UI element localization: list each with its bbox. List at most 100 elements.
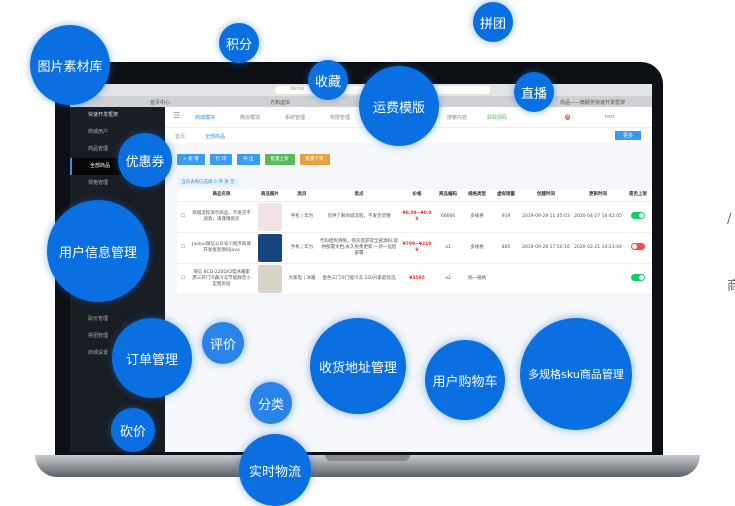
product-code: 66666 <box>434 201 462 233</box>
spec-type: 多规格 <box>462 201 492 233</box>
menu-icon[interactable]: ☰ <box>173 111 181 120</box>
nav-item[interactable]: 商城模块 <box>195 115 216 121</box>
table-row[interactable]: ☐Jooluo微信公众号小程序商城开发框架源码Java 手机 | 华为代码结构清晰… <box>177 232 652 264</box>
bubble-categories: 分类 <box>250 382 292 424</box>
column-header[interactable] <box>177 189 189 202</box>
sidebar-item[interactable]: 规格管理 <box>88 180 109 186</box>
breadcrumb-item[interactable]: 首页 <box>175 134 186 140</box>
on-sale-toggle[interactable] <box>624 201 652 233</box>
checkbox[interactable]: ☐ <box>177 263 189 295</box>
nav-item[interactable]: 权限管理 <box>330 115 351 121</box>
notification-badge: 8 <box>565 114 571 120</box>
on-sale-toggle[interactable] <box>624 263 652 295</box>
product-image <box>254 263 286 295</box>
bubble-address: 收货地址管理 <box>310 318 406 414</box>
toggle-switch[interactable] <box>631 211 645 219</box>
clipped-text: / <box>727 212 732 227</box>
column-header[interactable]: 卖点 <box>318 189 400 202</box>
user-name[interactable]: test <box>605 114 615 120</box>
bubble-orders: 订单管理 <box>112 318 192 398</box>
clipped-text: 商 <box>727 279 735 294</box>
bubble-coupons: 优惠券 <box>118 133 172 187</box>
product-image <box>254 201 286 233</box>
column-header[interactable]: 创建时间 <box>520 189 572 202</box>
more-button[interactable]: 更多 <box>615 131 642 140</box>
column-header[interactable]: 商品图片 <box>254 189 286 202</box>
batch-on-button[interactable]: 批量上架 <box>264 154 295 165</box>
category: 手机 | 华为 <box>286 232 318 264</box>
selling-point: 仅供了解商城流程，不发货货哦 <box>318 201 400 233</box>
product-name: 海信 BCD-220D/Q电冰箱家用三开门冷藏冷冻节能静音小型租房宿 <box>189 263 254 295</box>
tab[interactable]: 方和虚拟 <box>270 100 291 106</box>
checkbox[interactable]: ☐ <box>177 232 189 264</box>
category: 大家电 | 冰箱 <box>286 263 318 295</box>
updated-time: 2020-04-27 18:42:05 <box>572 201 624 233</box>
updated-time <box>572 263 624 295</box>
add-button[interactable]: + 新 增 <box>177 154 205 165</box>
sidebar-item[interactable]: 商城设置 <box>88 350 109 356</box>
column-header[interactable]: 更新时间 <box>572 189 624 202</box>
breadcrumb-item[interactable]: 全部商品 <box>205 134 226 140</box>
spec-type: 多规格 <box>462 232 492 264</box>
tab[interactable]: 商品——微服务快速开发框架 <box>560 100 626 106</box>
nav-item[interactable]: 系统管理 <box>285 115 306 121</box>
column-header[interactable]: 规格类型 <box>462 189 492 202</box>
laptop-base <box>35 455 700 477</box>
toggle-switch[interactable] <box>631 242 645 250</box>
table-row[interactable]: ☐商城流程演示商品，不发货不退款，请谨慎购买手机 | 华为仅供了解商城流程，不发… <box>177 201 652 233</box>
print-button[interactable]: 打 印 <box>209 154 233 165</box>
product-code: a1 <box>434 232 462 264</box>
batch-off-button[interactable]: 批量下架 <box>299 154 330 165</box>
source-code-link[interactable]: 获取源码 <box>487 115 508 121</box>
sidebar-title: 快速开发框架 <box>88 112 119 118</box>
selling-point: 金色三门冷门能冷冻 220升家庭优选 <box>318 263 400 295</box>
toggle-switch[interactable] <box>631 273 645 281</box>
selling-point: 代码结构清晰，购买后获得全部源码,提供部署文档,永久免费更新,一对一远程部署 <box>318 232 400 264</box>
product-name: 商城流程演示商品，不发货不退款，请谨慎购买 <box>189 201 254 233</box>
search-input[interactable]: 搜索内容 <box>447 115 468 121</box>
price: ¥3595 <box>400 263 434 295</box>
tab[interactable]: 首页中心 <box>150 100 171 106</box>
price: ¥0.09~¥0.98 <box>400 201 434 233</box>
sidebar-item[interactable]: 商城用户 <box>88 129 109 135</box>
column-header[interactable]: 商品名称 <box>189 189 254 202</box>
sidebar-item[interactable]: 拼团管理 <box>88 333 109 339</box>
checkbox[interactable]: ☐ <box>177 201 189 233</box>
product-thumbnail <box>258 202 282 231</box>
column-header[interactable]: 价格 <box>400 189 434 202</box>
bubble-logistics: 实时物流 <box>239 434 311 506</box>
product-image <box>254 232 286 264</box>
bubble-user-info: 用户信息管理 <box>47 200 149 302</box>
product-name: Jooluo微信公众号小程序商城开发框架源码Java <box>189 232 254 264</box>
table-row[interactable]: ☐海信 BCD-220D/Q电冰箱家用三开门冷藏冷冻节能静音小型租房宿大家电 |… <box>177 263 652 295</box>
bubble-shipping-template: 运费模版 <box>359 66 439 146</box>
price: ¥799~¥2199 <box>400 232 434 264</box>
column-header[interactable]: 类目 <box>286 189 318 202</box>
created-time <box>520 263 572 295</box>
sidebar-item[interactable]: 砍价管理 <box>88 316 109 322</box>
bubble-sku: 多规格sku商品管理 <box>520 318 632 430</box>
virtual-sales: 919 <box>492 201 520 233</box>
bubble-live: 直播 <box>514 72 554 112</box>
product-code: a2 <box>434 263 462 295</box>
updated-time: 2020-02-21 14:23:44 <box>572 232 624 264</box>
export-button[interactable]: 导 出 <box>237 154 260 165</box>
bubble-favorites: 收藏 <box>308 60 348 100</box>
bubble-image-library: 图片素材库 <box>30 25 110 105</box>
bubble-cart: 用户购物车 <box>425 340 505 420</box>
bubble-reviews: 评价 <box>202 322 244 364</box>
selection-hint: 当前表格已选择 0 项 清 空 <box>177 177 239 187</box>
product-thumbnail <box>258 233 282 262</box>
on-sale-toggle[interactable] <box>624 232 652 264</box>
column-header[interactable]: 是否上架 <box>624 189 652 202</box>
product-table: 商品名称商品图片类目卖点价格商品编码规格类型虚拟销量创建时间更新时间是否上架 ☐… <box>177 189 652 295</box>
bubble-group-buy: 拼团 <box>473 2 513 42</box>
nav-item[interactable]: 微信模块 <box>240 115 261 121</box>
sidebar-item[interactable]: 商品管理 <box>88 146 109 152</box>
spec-type: 统一规格 <box>462 263 492 295</box>
product-thumbnail <box>258 264 282 293</box>
column-header[interactable]: 虚拟销量 <box>492 189 520 202</box>
toolbar: + 新 增 打 印 导 出 批量上架 批量下架 <box>177 154 330 165</box>
created-time: 2019-09-28 17:50:16 <box>520 232 572 264</box>
column-header[interactable]: 商品编码 <box>434 189 462 202</box>
